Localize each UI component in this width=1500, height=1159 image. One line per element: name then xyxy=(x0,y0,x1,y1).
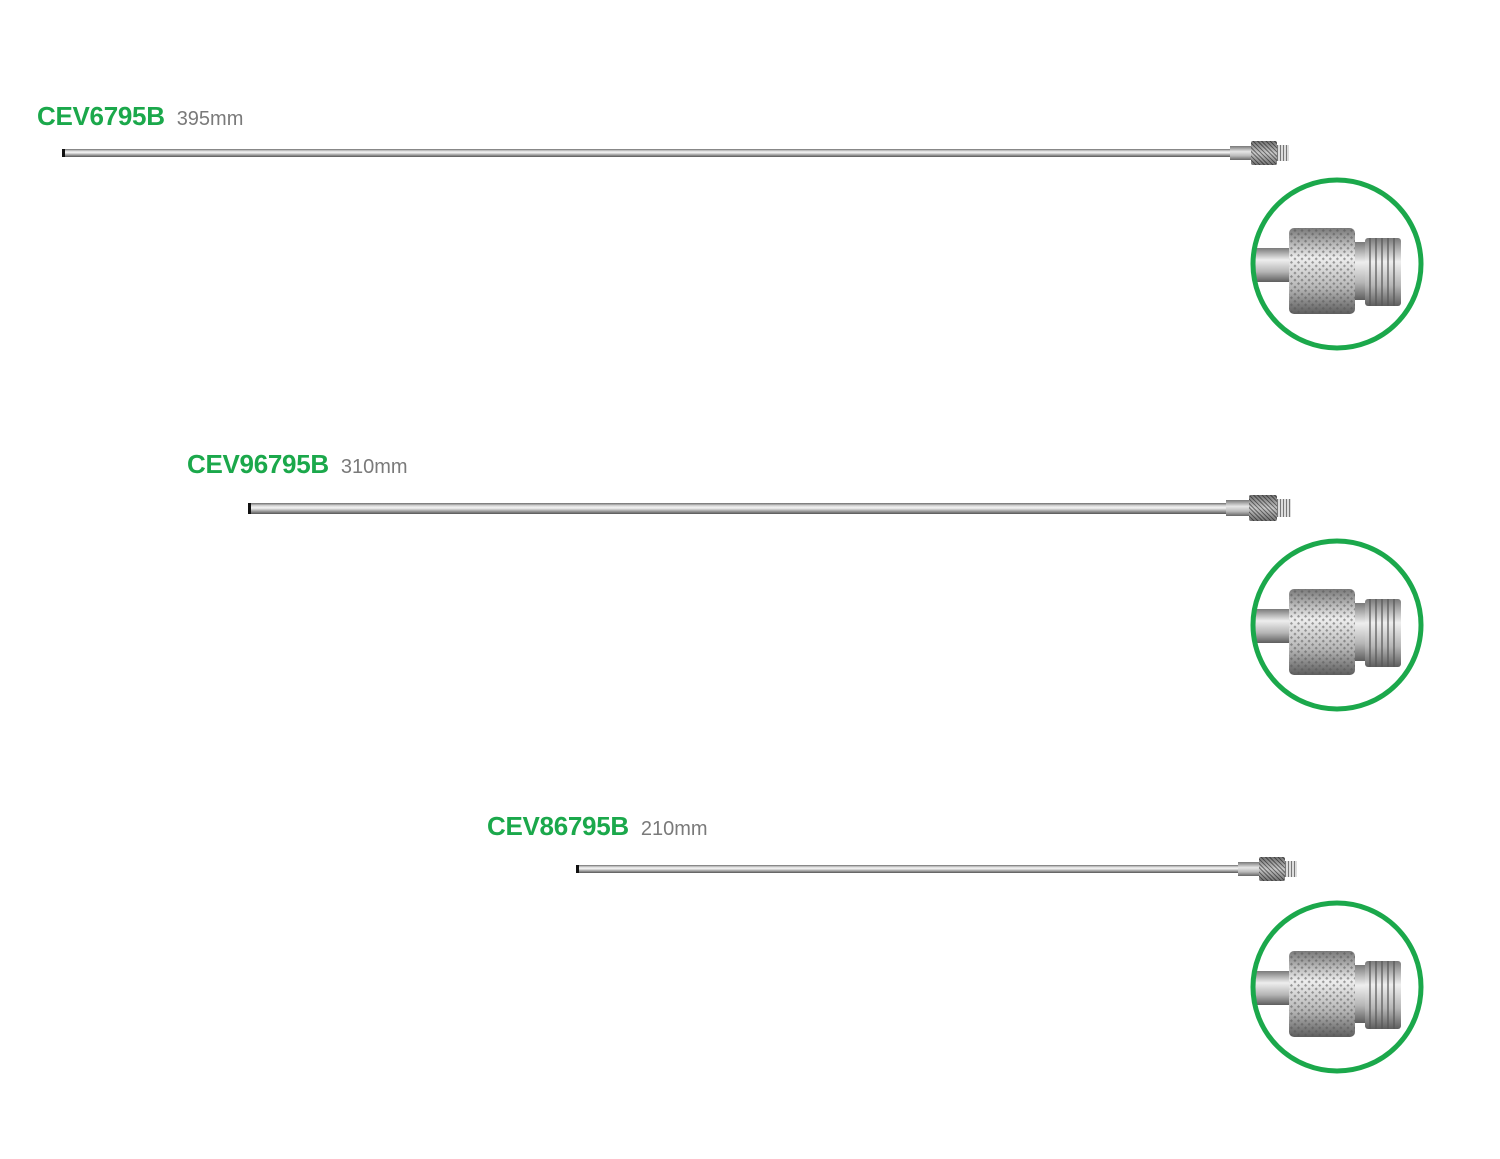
product-length: 210mm xyxy=(640,818,708,840)
product-label-3: CEV86795B 210mm xyxy=(487,811,708,842)
rod-image xyxy=(62,149,1232,157)
product-code: CEV86795B xyxy=(487,811,629,841)
product-code: CEV6795B xyxy=(37,101,165,131)
connector-detail-zoom xyxy=(1249,537,1425,713)
product-label-2: CEV96795B 310mm xyxy=(187,449,408,480)
rod-image xyxy=(248,503,1230,514)
product-length: 310mm xyxy=(340,456,408,478)
rod-image xyxy=(576,865,1240,873)
product-length: 395mm xyxy=(176,108,244,130)
product-label-1: CEV6795B 395mm xyxy=(37,101,243,132)
connector-detail-zoom xyxy=(1249,176,1425,352)
connector-detail-zoom xyxy=(1249,899,1425,1075)
product-code: CEV96795B xyxy=(187,449,329,479)
